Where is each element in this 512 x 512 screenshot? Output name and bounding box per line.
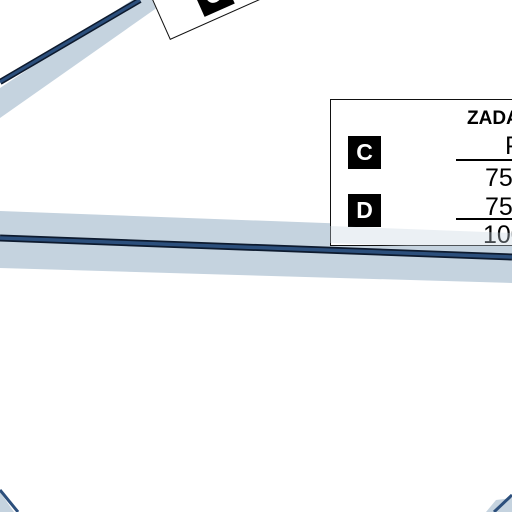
route-line-bottom-left[interactable] [0, 489, 20, 512]
route-line-bottom-right[interactable] [492, 493, 512, 512]
info-box-header: P [505, 134, 512, 159]
info-box-row-c-value: 75 [485, 164, 512, 192]
route-badge-d: D [348, 194, 381, 227]
route-badge-c: C [348, 136, 381, 169]
info-box-title: ZADA [467, 108, 512, 129]
route-casing-upper-left [0, 0, 168, 118]
info-box-rule-header [456, 159, 512, 161]
route-casing-bottom-left [0, 492, 14, 512]
route-line-upper-left-inner [0, 0, 141, 84]
info-box-rule-row-d [456, 218, 512, 220]
info-box-row-d-value-1: 75 [485, 193, 512, 221]
info-box-row-d-value-2: 100 [483, 221, 512, 249]
route-line-main-inner [0, 236, 512, 259]
route-info-box[interactable]: ZADA P C 75 D 75 100 [330, 99, 512, 249]
